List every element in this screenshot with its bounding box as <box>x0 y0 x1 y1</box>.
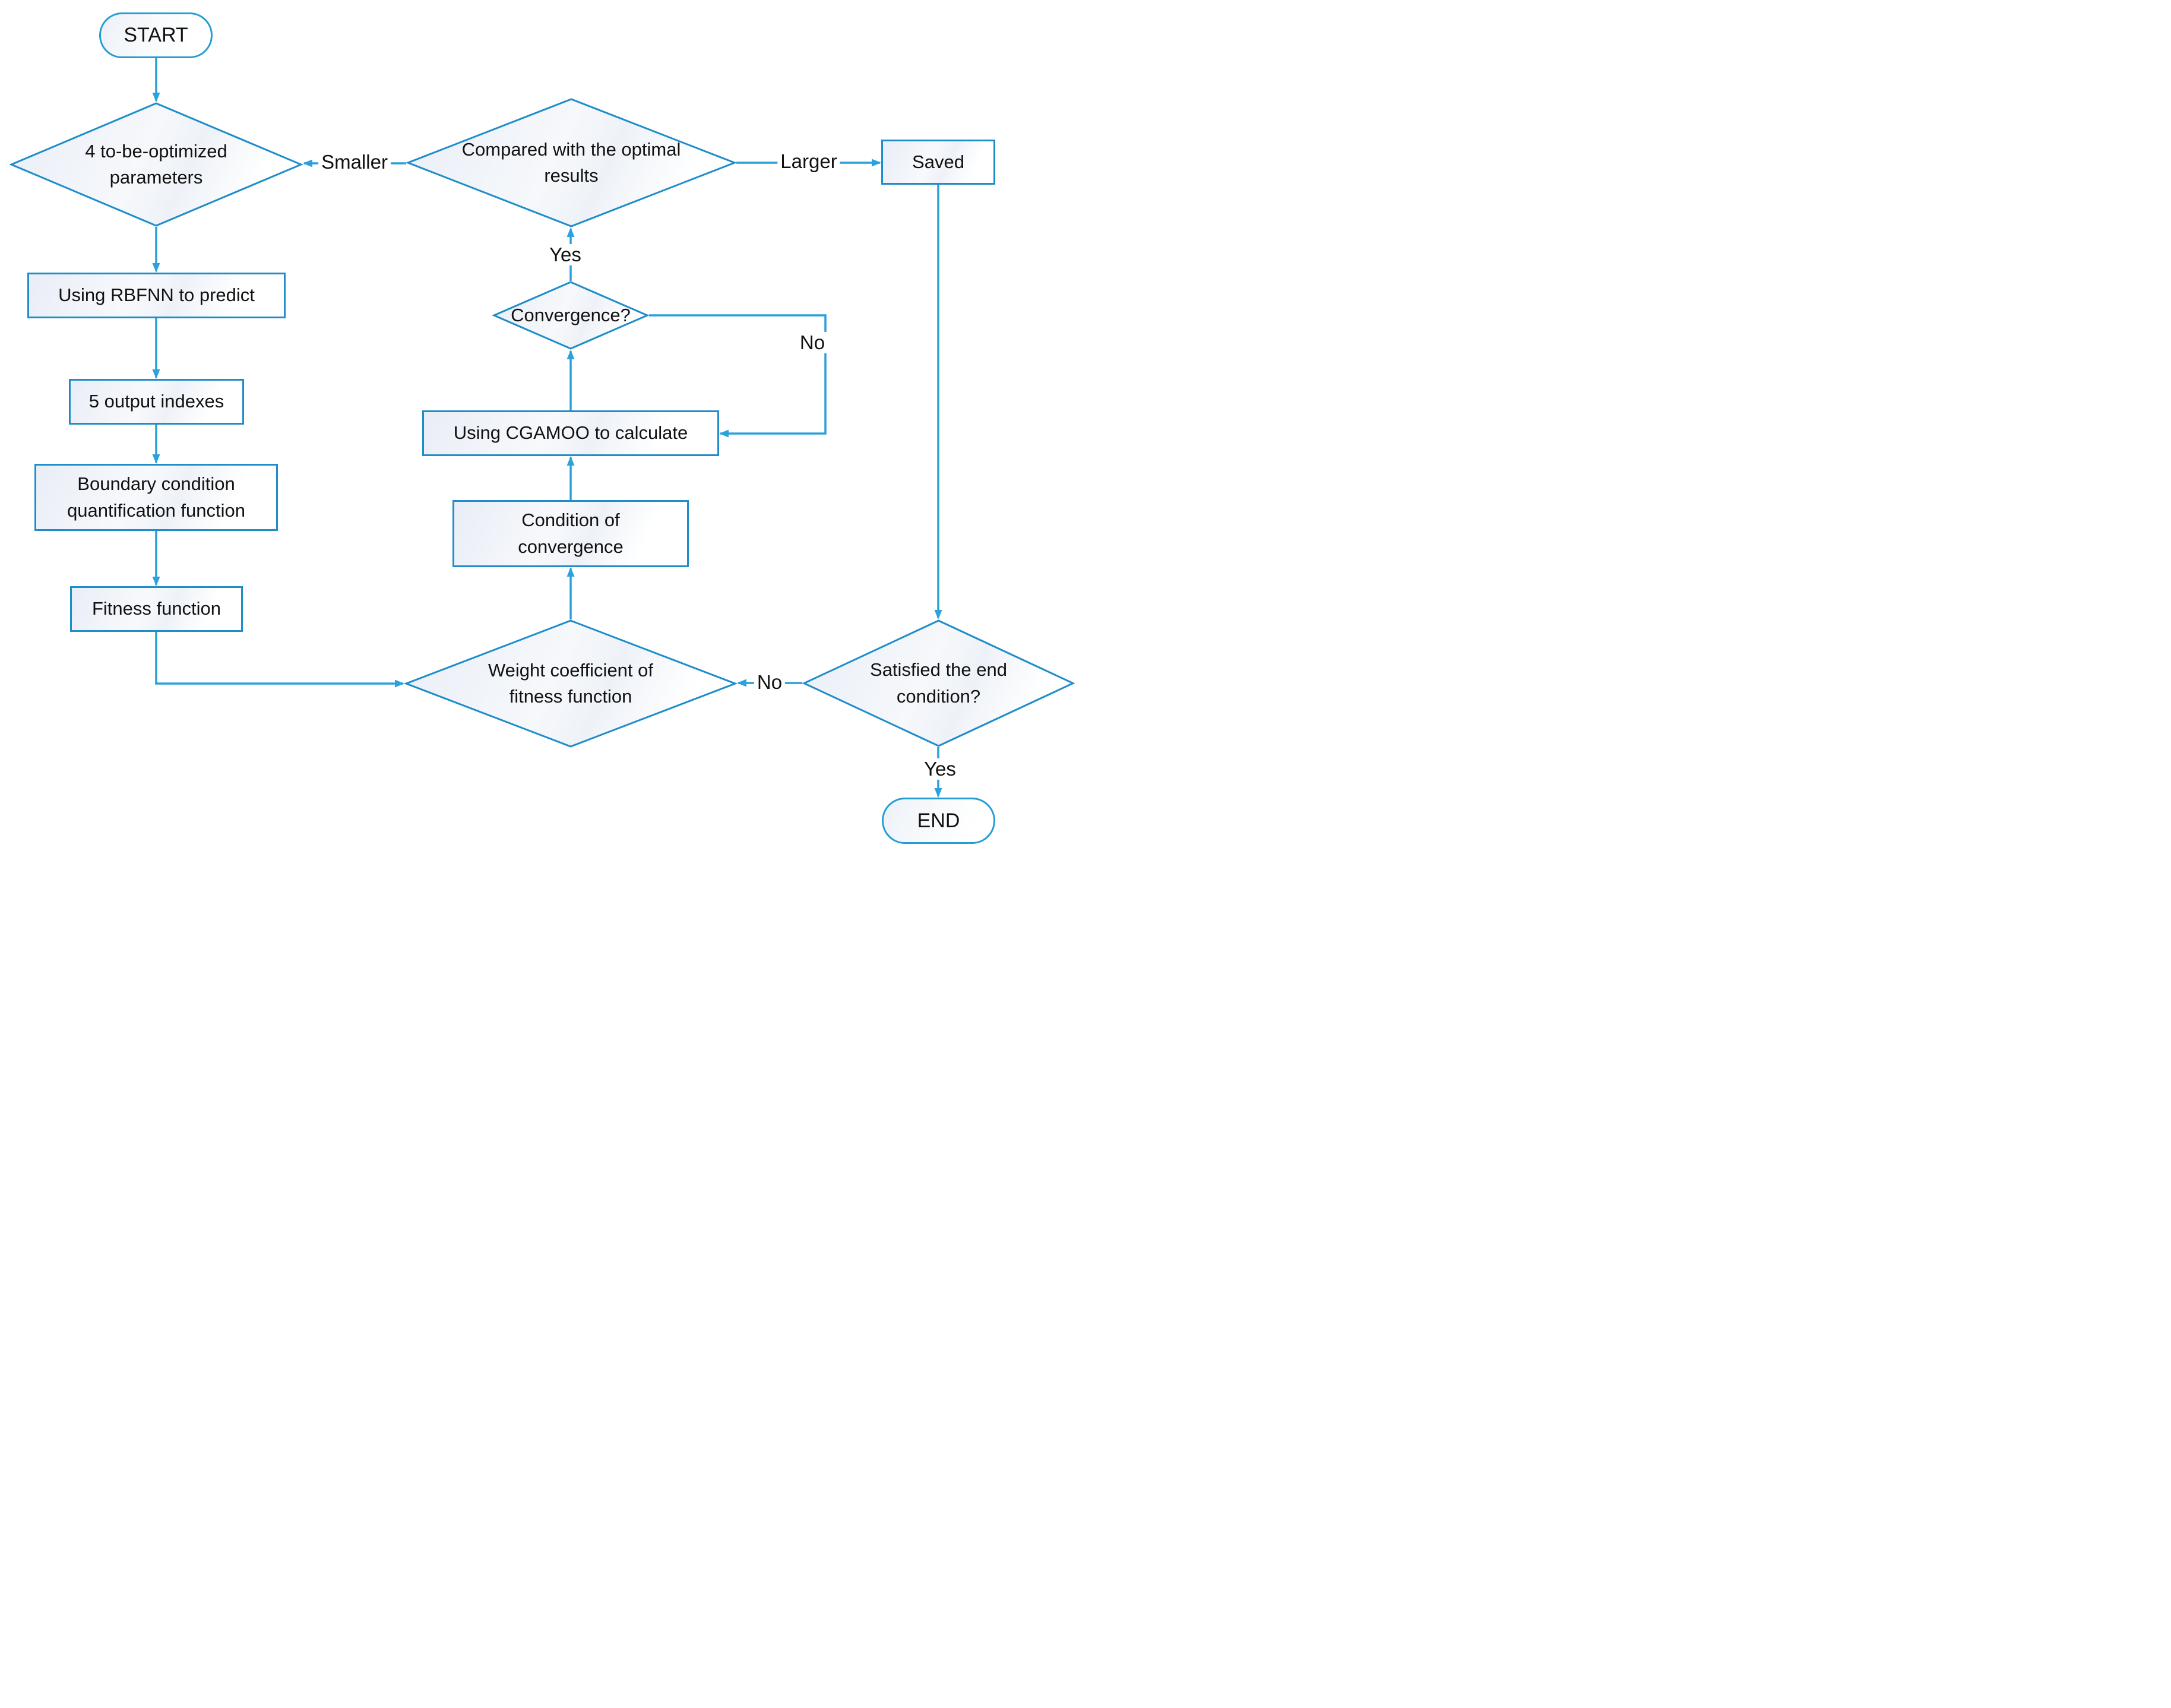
node-satisfied-decision: Satisfied the end condition? <box>802 619 1075 747</box>
edge-label-no-convergence: No <box>796 331 828 354</box>
node-end: END <box>882 798 995 844</box>
arrowhead-start-to-params <box>152 93 160 102</box>
arrowhead-params-to-rbfnn <box>152 263 160 273</box>
edge-label-yes-end: Yes <box>921 758 959 780</box>
edge-label-larger: Larger <box>777 150 840 173</box>
node-start: START <box>99 12 213 58</box>
arrowhead-convergence-to-compared <box>567 227 575 237</box>
compared-diamond-outline <box>406 98 736 227</box>
node-cgamoo-label: Using CGAMOO to calculate <box>453 422 688 444</box>
weight-diamond-outline <box>404 619 737 748</box>
node-fitness: Fitness function <box>70 586 243 632</box>
arrowhead-compared-to-saved <box>872 159 881 167</box>
convergence-diamond-outline <box>492 281 649 350</box>
arrowhead-fitness-to-weight <box>395 679 404 688</box>
arrowhead-weight-to-condition <box>567 567 575 577</box>
node-params-decision: 4 to-be-optimized parameters <box>10 102 303 227</box>
node-compared-label: Compared with the optimal results <box>461 138 681 186</box>
edge-fitness-to-weight <box>155 632 403 685</box>
arrowhead-satisfied-to-weight <box>737 679 746 687</box>
node-weight-decision: Weight coefficient of fitness function <box>404 619 737 748</box>
node-boundary-label: Boundary condition quantification functi… <box>67 473 245 521</box>
flowchart-canvas: START 4 to-be-optimized parameters Using… <box>0 0 1086 854</box>
connector-layer <box>152 58 942 798</box>
node-cgamoo: Using CGAMOO to calculate <box>422 410 719 456</box>
arrowhead-cgamoo-to-convergence <box>567 350 575 359</box>
node-outputs-label: 5 output indexes <box>88 391 224 412</box>
node-boundary: Boundary condition quantification functi… <box>34 464 278 531</box>
arrowhead-saved-to-satisfied <box>934 610 942 619</box>
node-params-label: 4 to-be-optimized parameters <box>85 140 227 188</box>
params-diamond-outline <box>10 102 303 227</box>
edge-label-no-satisfied: No <box>754 671 786 694</box>
arrowhead-outputs-to-boundary <box>152 454 160 464</box>
node-condition-label: Condition of convergence <box>518 510 624 557</box>
node-rbfnn: Using RBFNN to predict <box>27 273 286 318</box>
node-saved-label: Saved <box>912 151 964 172</box>
arrowhead-boundary-to-fitness <box>152 577 160 586</box>
node-convergence-decision: Convergence? <box>492 281 649 350</box>
arrowhead-compared-to-params <box>303 159 312 167</box>
node-outputs: 5 output indexes <box>69 379 244 425</box>
node-satisfied-label: Satisfied the end condition? <box>870 659 1007 707</box>
node-start-label: START <box>124 24 188 47</box>
node-weight-label: Weight coefficient of fitness function <box>488 659 654 707</box>
node-convergence-label: Convergence? <box>511 304 631 325</box>
node-saved: Saved <box>881 140 995 185</box>
node-compared-decision: Compared with the optimal results <box>406 98 736 227</box>
node-end-label: END <box>917 809 960 832</box>
edge-label-smaller: Smaller <box>318 151 391 173</box>
edge-convergence-no-loop <box>649 314 827 435</box>
node-condition: Condition of convergence <box>452 500 689 567</box>
arrowhead-condition-to-cgamoo <box>567 456 575 466</box>
node-rbfnn-label: Using RBFNN to predict <box>58 284 255 306</box>
edge-label-yes-compared: Yes <box>546 243 584 266</box>
arrowhead-satisfied-to-end <box>934 788 942 798</box>
node-fitness-label: Fitness function <box>91 598 221 619</box>
arrowhead-rbfnn-to-outputs <box>152 369 160 379</box>
arrowhead-convergence-no-loop <box>719 429 729 438</box>
satisfied-diamond-outline <box>802 619 1075 747</box>
